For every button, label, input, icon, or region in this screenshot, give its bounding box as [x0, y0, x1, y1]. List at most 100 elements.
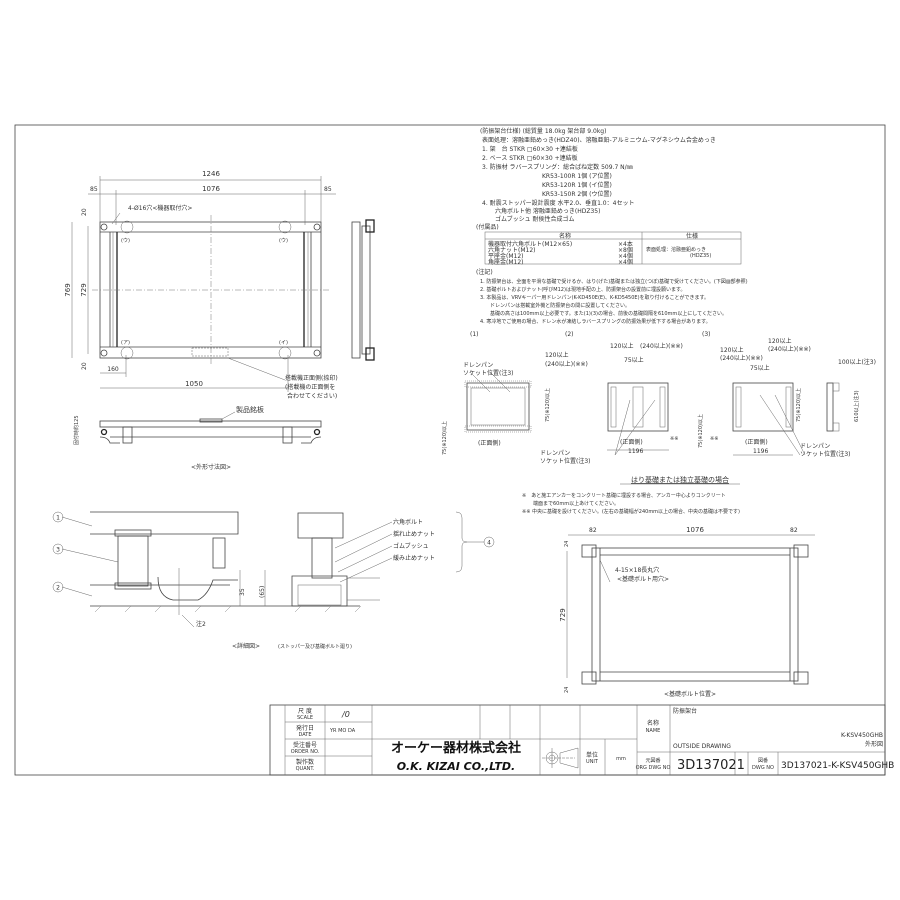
- note-line: 基礎の高さは100mm以上必要です。また(1)(3)の場合、前後の基礎間隔を61…: [490, 310, 727, 317]
- table-cell-name: 機器取付六角ボルト(M12×65): [488, 240, 572, 248]
- spec-line: KR53-150R 2個 (ウ位置): [542, 190, 612, 198]
- double-asterisk-label: ※※: [710, 436, 718, 442]
- table-cell-qty: ×8個: [618, 246, 633, 254]
- side-view: [351, 219, 375, 361]
- dim-75v-label: 75(※120)以上: [795, 388, 802, 422]
- spec-line: KR53-100R 1個 (ア位置): [542, 172, 612, 180]
- quantity-label-en: QUANT.: [296, 766, 315, 772]
- table-cell-spec-2: (HDZ35): [690, 253, 711, 259]
- plan-view: [71, 176, 336, 392]
- table-cell-name: 六角ナット(M12): [488, 246, 536, 254]
- nameplate-label: 製品銘板: [236, 405, 264, 414]
- drain-socket-label: ソケット位置(注3): [800, 450, 851, 458]
- scale-value: /0: [341, 710, 350, 719]
- quantity-label: 製作数: [296, 758, 314, 766]
- date-value: YR MO DA: [329, 728, 356, 734]
- table-cell-name: 平座金(M12): [488, 252, 524, 260]
- dim-120-label: 120以上: [768, 337, 791, 345]
- lock-nut-label: 揺れ止めナット: [393, 530, 435, 538]
- dim-24-top: 24: [564, 541, 570, 547]
- detail-view: [61, 511, 484, 628]
- accessory-table: 名称 仕様 機器取付六角ボルト(M12×65) ×4本 六角ナット(M12) ×…: [484, 231, 742, 266]
- date-label-en: DATE: [298, 732, 311, 738]
- name-label-en: NAME: [646, 728, 661, 734]
- spec-line: KR53-120R 1個 (イ位置): [542, 181, 612, 189]
- nameplate-mark: [199, 418, 223, 423]
- company-name-jp: オーケー器材株式会社: [391, 740, 521, 756]
- dim-240-label: (240以上)(※※): [640, 342, 683, 350]
- dim-75-label: 75以上: [624, 356, 644, 364]
- dim-240-label: (240以上)(※※): [545, 360, 588, 368]
- table-cell-qty: ×4本: [618, 240, 633, 248]
- callout-4-number: 4: [487, 540, 491, 547]
- dim-left-offset: 85: [90, 186, 98, 193]
- callout-2: 2: [52, 581, 64, 593]
- date-label: 発行日: [296, 724, 314, 732]
- table-cell-spec: 表面処理：溶融亜鉛めっき: [646, 246, 706, 253]
- spec-line: (防振架台仕様) (総質量 18.0kg 架台部 9.0kg): [480, 127, 606, 135]
- dim-75v-label: 75(※120)以上: [697, 414, 704, 448]
- drain-pan-label: ドレンパン: [800, 443, 830, 450]
- bolt-hole-icon: [313, 223, 321, 231]
- fixed-height-label: 固付時約125: [73, 415, 80, 445]
- note-line: 3. 本製品は、VRVキーパー用ドレンパン(K-KD450E(E)、K-KD54…: [480, 294, 709, 301]
- hole-label: 4-Ø16穴<機器取付穴>: [128, 204, 192, 212]
- dim-overall-height: 769: [64, 283, 72, 296]
- bolt-hole-icon: [313, 349, 321, 357]
- detail-caption: <詳細図>: [232, 642, 260, 650]
- position-i: (イ): [279, 340, 288, 346]
- hex-bolt-label: 六角ボルト: [393, 518, 423, 526]
- spring-icon: [278, 220, 292, 234]
- callout-1: 1: [52, 511, 64, 523]
- table-cell-qty: ×4個: [618, 252, 633, 260]
- detail-caption-sub: (ストッパー及び基礎ボルト廻り): [278, 643, 352, 650]
- foundation-diagrams: (1) (2) (3) ドレンパン ソケット位置(注3) (正面側) 75(※1…: [441, 331, 876, 465]
- foundation-title: はり基礎または独立基礎の場合: [631, 475, 729, 484]
- notes-heading: (注記): [476, 268, 493, 276]
- dim-overall-width: 1246: [202, 170, 220, 178]
- dim-82-left: 82: [589, 527, 597, 534]
- spec-line: 六角ボルト他 溶融亜鉛めっき(HDZ35): [495, 207, 600, 215]
- notes-block: (注記) 1. 防振架台は、全面を平滑な基礎で受けるか、はり(げた)基礎または独…: [476, 268, 748, 325]
- dim-1196-label: 1196: [628, 448, 643, 455]
- front-side-label: (正面側): [620, 438, 643, 446]
- drawing-number-label-en: DWG NO: [752, 765, 774, 771]
- callout-3: 3: [52, 543, 64, 555]
- note-line: 4. 寒冷地でご使用の場合、ドレン水が凍結しラバースプリングの防振効果が低下する…: [480, 318, 711, 325]
- callout-1-number: 1: [56, 515, 60, 522]
- dim-75v-label: 75(※120)以上: [544, 388, 551, 422]
- callout-4: 4: [483, 536, 495, 548]
- bolt-hole-icon: [100, 223, 108, 231]
- table-cell-qty: ×4個: [618, 258, 633, 266]
- dim-75-label: 75(※120)以上: [441, 421, 448, 455]
- spring-icon: [278, 346, 292, 360]
- front-side-note-3: 合わせてください): [287, 392, 337, 400]
- drawing-number: 3D137021-K-KSV450GHB: [781, 761, 894, 771]
- dim-inner-width: 1076: [202, 185, 220, 193]
- dim-75-label: 75以上: [750, 364, 770, 372]
- slot-hole-purpose: <基礎ボルト用穴>: [617, 575, 669, 583]
- original-drawing-number: 3D137021: [677, 758, 745, 773]
- front-side-note: 搭載機正面側(捺印): [285, 374, 338, 382]
- spec-line: 3. 防振材 ラバースプリング：総合ばね定数 509.7 N/㎜: [482, 163, 633, 171]
- dim-240-label: (240以上)(※※): [768, 345, 811, 353]
- drawing-number-label: 図番: [758, 757, 768, 764]
- spec-line: 表面処理：溶融亜鉛めっき(HDZ40)、溶融亜鉛-アルミニウム-マグネシウム合金…: [482, 136, 716, 144]
- outline-caption: <外形寸法図>: [191, 463, 231, 471]
- dim-35: 35: [239, 588, 246, 596]
- case-2-label: (2): [565, 331, 574, 338]
- note-line: 1. 防振架台は、全面を平滑な基礎で受けるか、はり(げた)基礎または独立(つぼ)…: [480, 278, 748, 285]
- dim-120-label: 120以上: [720, 346, 743, 354]
- order-label: 受注番号: [293, 741, 317, 749]
- drain-socket-label: ソケット位置(注3): [540, 457, 591, 465]
- dim-100-label: 100以上(注3): [838, 358, 876, 366]
- dim-1050: 1050: [185, 380, 203, 388]
- dim-24-bottom: 24: [564, 687, 570, 693]
- unit-label: 単位: [586, 751, 598, 759]
- drawing-type-en: OUTSIDE DRAWING: [673, 743, 731, 750]
- double-asterisk-label: ※※: [670, 436, 678, 442]
- dim-610-label: 610以上(注3): [853, 390, 860, 422]
- case-1-label: (1): [470, 331, 479, 338]
